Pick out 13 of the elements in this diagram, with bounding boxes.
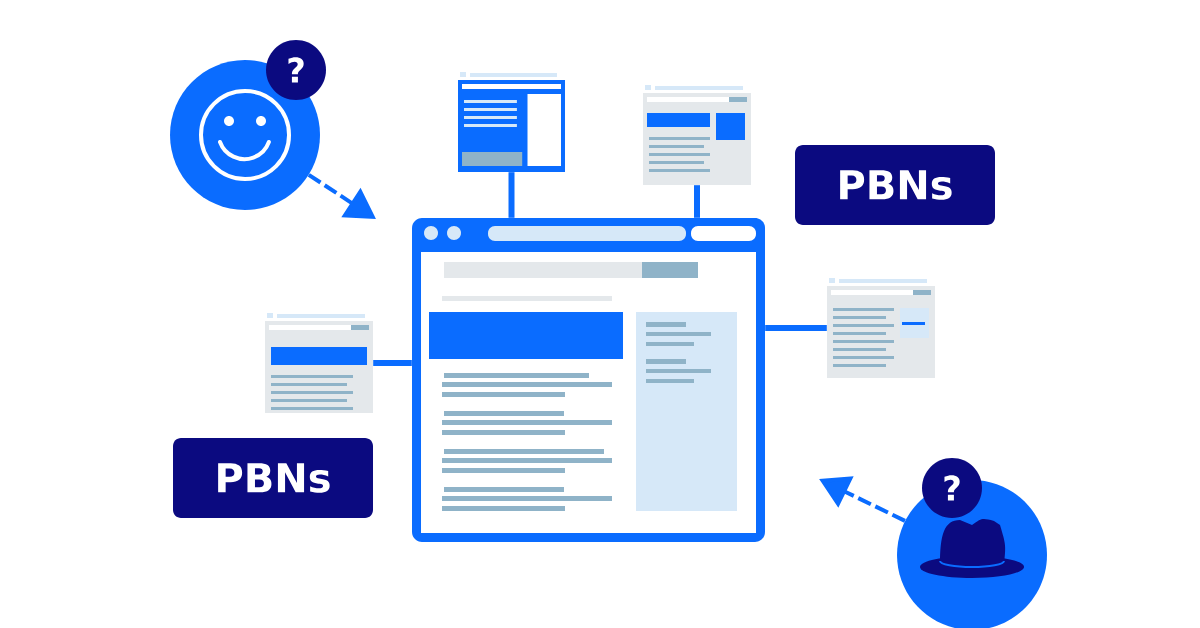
connector-line (765, 325, 827, 331)
label-box: PBNs (795, 145, 995, 225)
connector-line (508, 172, 515, 218)
question-badge: ? (922, 458, 982, 518)
webpage-drawing (265, 313, 373, 413)
connector-line (694, 185, 700, 218)
question-badge: ? (266, 40, 326, 100)
browser-window-drawing (412, 218, 765, 542)
label-box: PBNs (173, 438, 373, 518)
webpage-drawing (643, 85, 751, 185)
connector-line (373, 360, 412, 366)
webpage-drawing (458, 72, 565, 172)
webpage-drawing (827, 278, 935, 378)
